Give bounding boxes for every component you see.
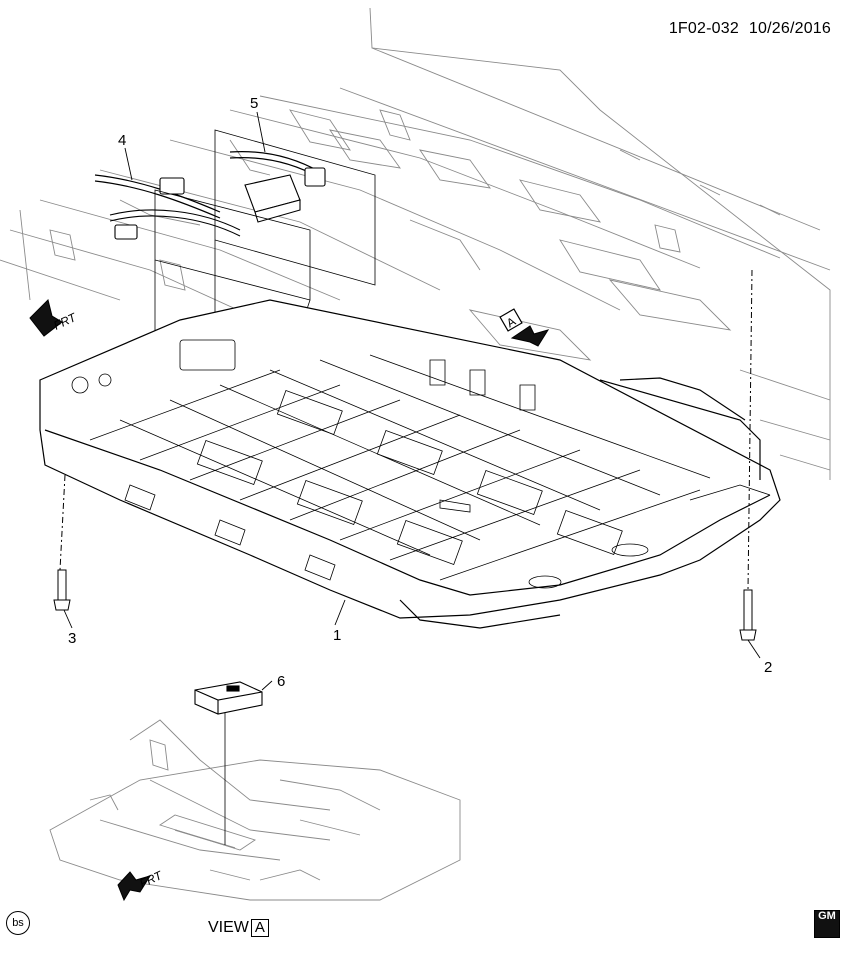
callout-6: 6 bbox=[277, 673, 285, 690]
bolt-2 bbox=[739, 269, 757, 641]
vehicle-floor-background bbox=[0, 7, 831, 480]
front-label-main: FRT bbox=[51, 310, 79, 333]
diagram-code: 1F02-032 bbox=[668, 20, 739, 37]
bolt-3 bbox=[53, 474, 71, 611]
front-direction-arrow-view-a: FRT bbox=[117, 868, 166, 902]
front-direction-arrow-main: FRT bbox=[29, 299, 80, 337]
callout-1: 1 bbox=[333, 627, 341, 644]
detail-frames bbox=[154, 129, 376, 340]
callout-2: 2 bbox=[764, 659, 772, 676]
view-a-label: VIEW A bbox=[208, 919, 269, 937]
shield-ribs bbox=[71, 339, 771, 589]
diagram-header: 1F02-032 10/26/2016 bbox=[669, 20, 831, 38]
bs-mark: bs bbox=[6, 911, 30, 935]
leader-lines bbox=[63, 111, 761, 691]
gm-logo-text: GM bbox=[818, 910, 836, 922]
view-a-marker-arrow: A bbox=[499, 308, 550, 347]
callout-3: 3 bbox=[68, 630, 76, 647]
diagram-date: 10/26/2016 bbox=[748, 20, 831, 37]
view-a-detail-floor bbox=[49, 719, 461, 901]
view-prefix: VIEW bbox=[208, 919, 249, 936]
underbody-shield-panel bbox=[39, 299, 781, 629]
callout-4: 4 bbox=[118, 132, 126, 149]
gm-logo: GM ​ bbox=[814, 910, 840, 938]
view-letter-box: A bbox=[250, 919, 269, 937]
wiring-harness-group bbox=[94, 151, 326, 240]
front-label-view: FRT bbox=[137, 868, 165, 891]
callout-5: 5 bbox=[250, 95, 258, 112]
module-6 bbox=[194, 681, 263, 845]
